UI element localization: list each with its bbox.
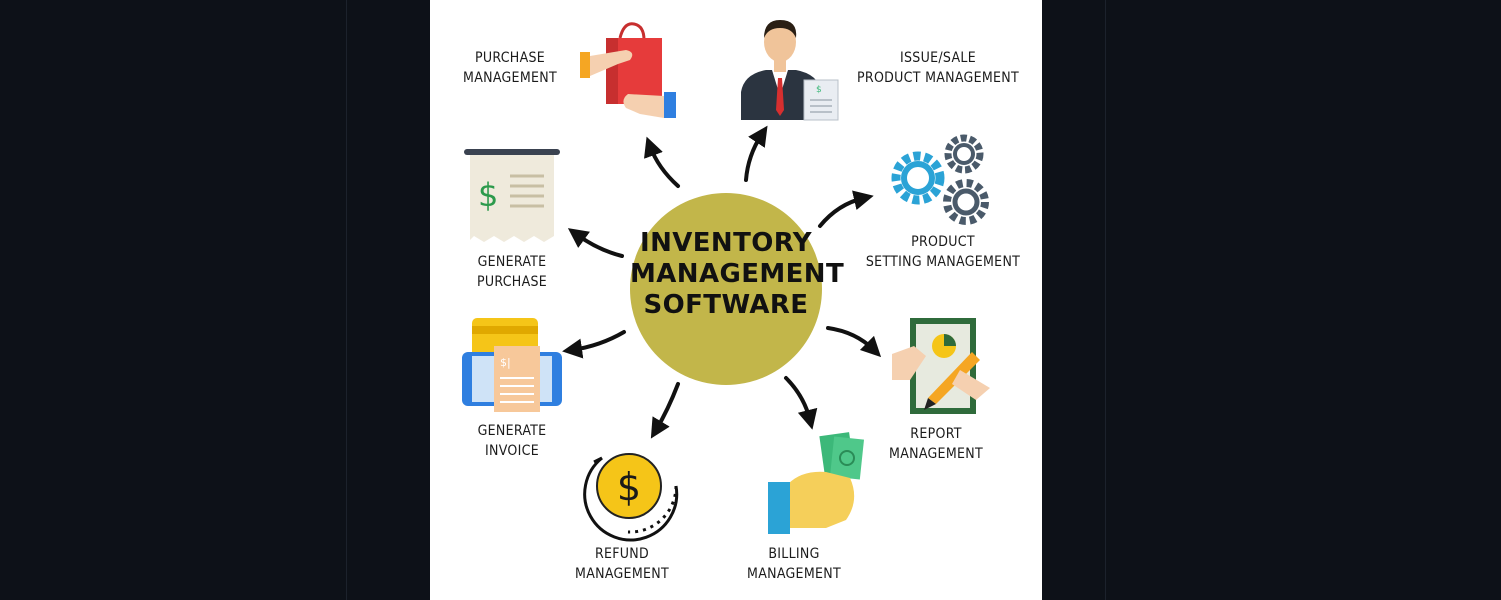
- label-line: PURCHASE: [476, 274, 548, 290]
- label-line: ISSUE/SALE: [900, 50, 976, 66]
- arrow-generate-invoice: [562, 330, 626, 359]
- right-divider-line: [1105, 0, 1106, 600]
- label-product-setting-management: PRODUCT SETTING MANAGEMENT: [858, 232, 1028, 272]
- center-title-line: MANAGEMENT: [630, 259, 845, 289]
- label-purchase-management: PURCHASE MANAGEMENT: [452, 48, 568, 88]
- report-pen-chart-icon: [892, 318, 990, 414]
- label-line: GENERATE: [477, 254, 547, 270]
- diagram-graphics: $: [462, 20, 990, 542]
- svg-text:$: $: [816, 85, 822, 95]
- arrow-generate-purchase: [567, 228, 624, 258]
- arrows: [562, 125, 882, 439]
- center-title-line: INVENTORY: [640, 228, 812, 258]
- arrow-purchase: [644, 136, 680, 188]
- label-report-management: REPORT MANAGEMENT: [878, 424, 994, 464]
- label-line: INVOICE: [485, 443, 539, 459]
- label-refund-management: REFUND MANAGEMENT: [564, 544, 680, 584]
- gears-icon: [891, 134, 989, 225]
- arrow-billing: [784, 376, 818, 430]
- center-title-line: SOFTWARE: [643, 290, 809, 320]
- label-line: MANAGEMENT: [463, 70, 557, 86]
- businessman-invoice-icon: $: [741, 20, 839, 121]
- label-line: MANAGEMENT: [889, 446, 983, 462]
- arrow-report: [826, 326, 882, 358]
- label-line: PRODUCT: [911, 234, 975, 250]
- label-generate-purchase: GENERATE PURCHASE: [462, 252, 562, 292]
- diagram-panel: $: [430, 0, 1042, 600]
- label-line: PRODUCT MANAGEMENT: [857, 70, 1019, 86]
- tablet-invoice-card-icon: $|: [462, 318, 562, 412]
- label-line: BILLING: [768, 546, 820, 562]
- label-line: MANAGEMENT: [747, 566, 841, 582]
- receipt-dollar-icon: $: [464, 149, 560, 242]
- shopping-bag-handshake-icon: [580, 22, 676, 118]
- svg-text:$: $: [617, 465, 641, 509]
- label-line: GENERATE: [477, 423, 547, 439]
- center-circle: [630, 193, 822, 385]
- arrow-product-setting: [818, 190, 874, 228]
- hand-cash-icon: [768, 432, 865, 534]
- center-title: INVENTORY MANAGEMENT SOFTWARE: [630, 228, 845, 321]
- label-generate-invoice: GENERATE INVOICE: [462, 421, 562, 461]
- label-line: REFUND: [594, 546, 650, 562]
- label-billing-management: BILLING MANAGEMENT: [736, 544, 852, 584]
- arrow-issue-sale: [744, 125, 768, 182]
- svg-text:$|: $|: [500, 356, 511, 369]
- svg-text:$: $: [478, 176, 498, 214]
- label-line: MANAGEMENT: [575, 566, 669, 582]
- label-line: PURCHASE: [474, 50, 546, 66]
- dollar-coin-refund-icon: $: [583, 453, 679, 542]
- label-line: REPORT: [910, 426, 962, 442]
- arrow-refund: [650, 382, 680, 439]
- label-issue-sale-product-management: ISSUE/SALE PRODUCT MANAGEMENT: [848, 48, 1028, 88]
- label-line: SETTING MANAGEMENT: [865, 254, 1021, 270]
- left-divider-line: [346, 0, 347, 600]
